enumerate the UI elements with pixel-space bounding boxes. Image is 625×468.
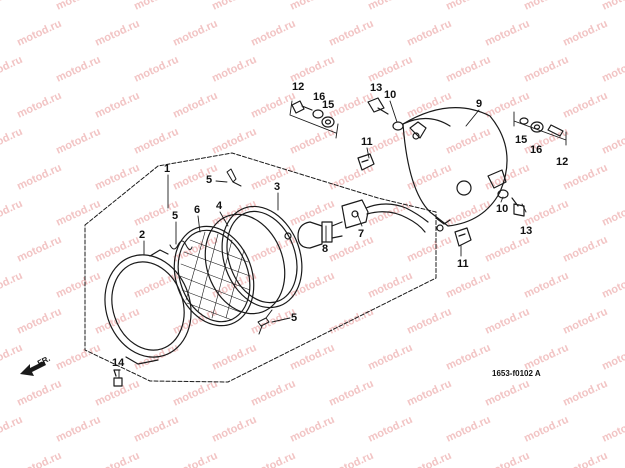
headlight-case <box>402 107 508 232</box>
socket <box>341 199 429 233</box>
callout-14: 14 <box>112 357 125 369</box>
callout-10-upper: 10 <box>384 89 397 101</box>
screw-14 <box>113 369 123 387</box>
callout-4: 4 <box>216 200 223 212</box>
callout-15-left: 15 <box>322 99 335 111</box>
callout-16-left: 16 <box>313 91 326 103</box>
callout-5-upper: 5 <box>206 174 213 186</box>
callout-12-left: 12 <box>292 81 305 93</box>
callout-13-lower: 13 <box>520 225 533 237</box>
clip-upper <box>357 153 375 171</box>
callout-7: 7 <box>358 228 365 240</box>
callout-9: 9 <box>476 98 483 110</box>
callout-5-spring: 5 <box>172 210 179 222</box>
callout-13-top: 13 <box>370 82 383 94</box>
mounting-ring <box>221 205 303 309</box>
bracket-left <box>289 100 339 139</box>
screw-upper <box>226 168 242 187</box>
callout-11-upper: 11 <box>361 136 373 148</box>
callout-12-right: 12 <box>556 156 569 168</box>
callout-3: 3 <box>274 181 281 193</box>
callout-16-right: 16 <box>530 144 543 156</box>
bolt-right <box>519 117 564 137</box>
callout-10-lower: 10 <box>496 203 509 215</box>
assembly-outline <box>84 152 437 383</box>
callout-8: 8 <box>322 243 329 255</box>
bolt-left <box>291 100 335 128</box>
callout-5-lower: 5 <box>291 312 298 324</box>
callout-6: 6 <box>194 204 201 216</box>
seal-ring <box>204 213 286 315</box>
callout-15-right: 15 <box>515 134 528 146</box>
front-arrow-icon <box>20 361 46 376</box>
headlight-lens <box>173 225 255 327</box>
screw-lower <box>257 309 273 335</box>
callout-11-lower: 11 <box>457 258 469 270</box>
bolt-top <box>367 97 404 131</box>
callout-2: 2 <box>139 229 146 241</box>
callout-1: 1 <box>164 163 171 175</box>
clip-lower <box>454 227 472 247</box>
bulb <box>297 221 343 249</box>
spring-clip <box>169 240 193 251</box>
bolt-lower <box>497 189 525 217</box>
diagram-code: 1653-f0102 A <box>492 369 541 378</box>
